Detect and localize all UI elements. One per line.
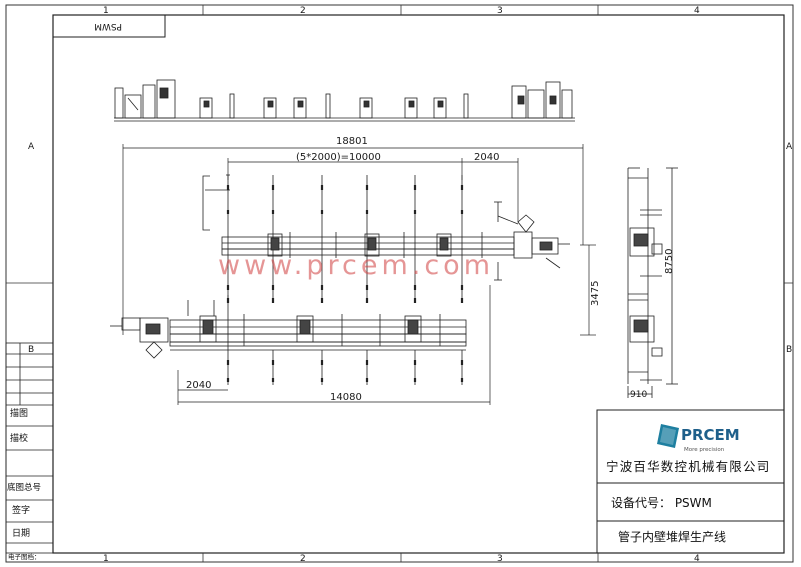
dim-line-spacing: 3475	[590, 281, 601, 306]
plan-upper-line	[202, 174, 570, 300]
col-label-4-top: 4	[694, 6, 700, 16]
code-box-text: PSWM	[94, 21, 122, 31]
sheet-inner-border	[52, 14, 785, 554]
row-label-a-right: A	[786, 142, 793, 152]
sign-row-check: 描校	[10, 432, 28, 444]
product-name: 管子内壁堆焊生产线	[618, 529, 726, 544]
electronic-file-note: 电子图档：	[8, 552, 41, 561]
dim-lower-line-length: 14080	[330, 392, 362, 403]
dim-side-width: 910	[630, 390, 647, 400]
sign-row-signature: 签字	[12, 504, 30, 516]
watermark-text: www.prcem.com	[218, 250, 494, 281]
sheet-outer-border	[5, 4, 794, 563]
elevation-view	[114, 79, 575, 122]
row-label-a-left: A	[28, 142, 35, 152]
col-label-3-top: 3	[497, 6, 503, 16]
col-label-3-bottom: 3	[497, 554, 503, 564]
plan-lower-line	[110, 295, 467, 385]
sign-row-draw: 描图	[10, 407, 28, 419]
col-label-4-bottom: 4	[694, 554, 700, 564]
dim-side-height: 8750	[664, 249, 675, 274]
dim-station-pitch: (5*2000)=10000	[296, 152, 381, 163]
sign-row-base-no: 底图总号	[7, 482, 41, 493]
dim-overall-length: 18801	[336, 136, 368, 147]
left-sign-block	[5, 342, 54, 554]
company-name: 宁波百华数控机械有限公司	[606, 459, 770, 474]
plan-dimension-lines	[122, 144, 596, 405]
side-view	[627, 167, 678, 398]
title-block	[596, 409, 785, 554]
logo-slogan: More precision	[684, 447, 725, 453]
dim-bottom-left-offset: 2040	[186, 380, 211, 391]
col-label-2-top: 2	[300, 6, 306, 16]
prcem-logo: PRCEM More precision	[657, 424, 740, 453]
logo-mark-icon	[657, 424, 679, 448]
logo-text: PRCEM	[681, 426, 740, 444]
device-code: 设备代号： PSWM	[611, 496, 712, 510]
row-label-b-left: B	[28, 345, 34, 355]
sign-row-date: 日期	[12, 528, 30, 539]
row-label-b-right: B	[786, 345, 792, 355]
code-box	[52, 14, 166, 38]
zone-dividers	[6, 5, 793, 562]
col-label-2-bottom: 2	[300, 554, 306, 564]
dim-top-right-offset: 2040	[474, 152, 499, 163]
col-label-1-bottom: 1	[103, 554, 109, 564]
col-label-1-top: 1	[103, 6, 109, 16]
